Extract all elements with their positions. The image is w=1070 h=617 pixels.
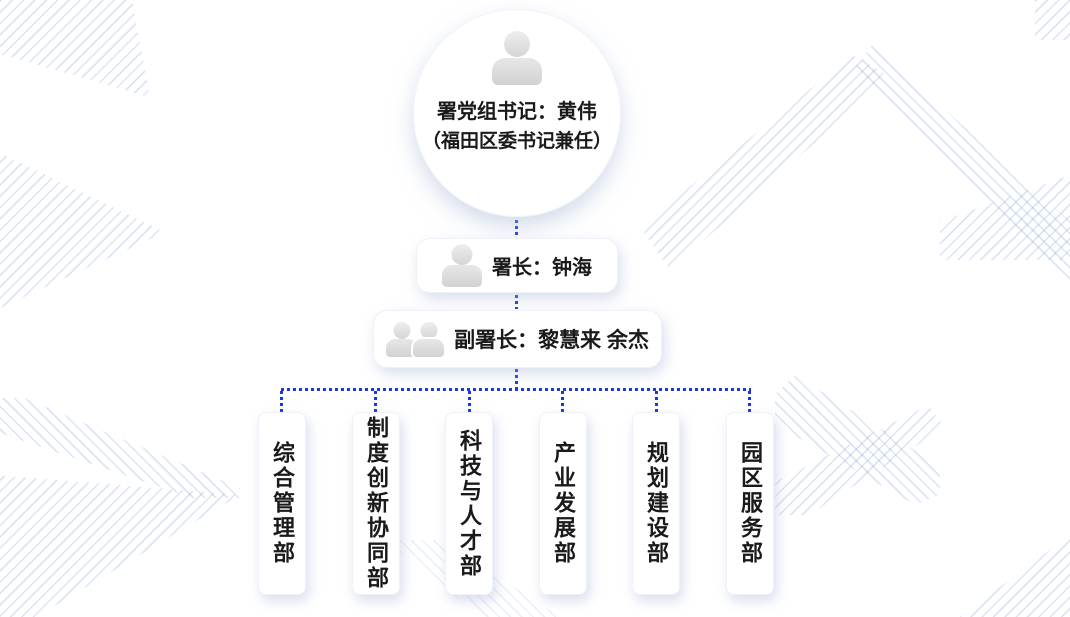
person-icon	[386, 321, 418, 357]
connector-root-director	[515, 220, 518, 237]
pattern-patch	[775, 375, 940, 505]
deputy-label: 副署长：黎慧来 余杰	[454, 329, 649, 352]
pattern-patch	[0, 475, 240, 617]
person-body	[442, 265, 482, 287]
pattern-patch	[940, 175, 1070, 260]
connector-drop-1	[280, 391, 283, 413]
root-title: 署党组书记：黄伟	[437, 101, 597, 123]
connector-director-deputy	[515, 295, 518, 309]
deputy-node: 副署长：黎慧来 余杰	[373, 310, 662, 368]
department-node-5: 规划建设部	[632, 412, 680, 595]
pattern-patch	[0, 398, 240, 498]
department-label: 产业发展部	[551, 441, 576, 566]
root-subtitle: （福田区委书记兼任）	[421, 131, 612, 152]
department-node-4: 产业发展部	[539, 412, 587, 595]
department-label: 科技与人才部	[457, 428, 482, 579]
connector-drop-6	[748, 391, 751, 413]
person-head	[504, 31, 530, 57]
root-node: 署党组书记：黄伟 （福田区委书记兼任）	[413, 9, 621, 217]
pattern-patch	[0, 0, 150, 98]
director-node: 署长：钟海	[416, 238, 618, 293]
director-label: 署长：钟海	[492, 257, 592, 279]
person-head	[420, 321, 438, 339]
connector-bus	[281, 388, 751, 391]
pattern-patch	[855, 45, 1070, 280]
department-label: 园区服务部	[738, 441, 763, 566]
pattern-patch	[640, 55, 890, 270]
person-icon	[413, 321, 445, 357]
department-node-1: 综合管理部	[258, 412, 306, 595]
pattern-patch	[0, 153, 165, 308]
connector-drop-2	[374, 391, 377, 413]
department-node-2: 制度创新协同部	[352, 412, 400, 595]
person-icon	[492, 31, 542, 85]
department-node-6: 园区服务部	[726, 412, 774, 595]
person-icon	[442, 244, 482, 287]
pattern-patch	[775, 405, 945, 515]
department-node-3: 科技与人才部	[445, 412, 493, 595]
two-persons-icon	[386, 321, 445, 357]
person-body	[492, 58, 542, 85]
department-label: 综合管理部	[270, 441, 295, 566]
person-head	[451, 244, 473, 265]
person-body	[386, 338, 418, 357]
pattern-patch	[959, 535, 1070, 617]
person-head	[393, 321, 411, 339]
connector-drop-5	[655, 391, 658, 413]
connector-drop-4	[561, 391, 564, 413]
department-label: 规划建设部	[644, 441, 669, 566]
pattern-patch	[1035, 0, 1070, 40]
connector-drop-3	[468, 391, 471, 413]
department-label: 制度创新协同部	[364, 416, 389, 591]
connector-deputy-bus	[515, 369, 518, 388]
person-body	[413, 338, 445, 357]
